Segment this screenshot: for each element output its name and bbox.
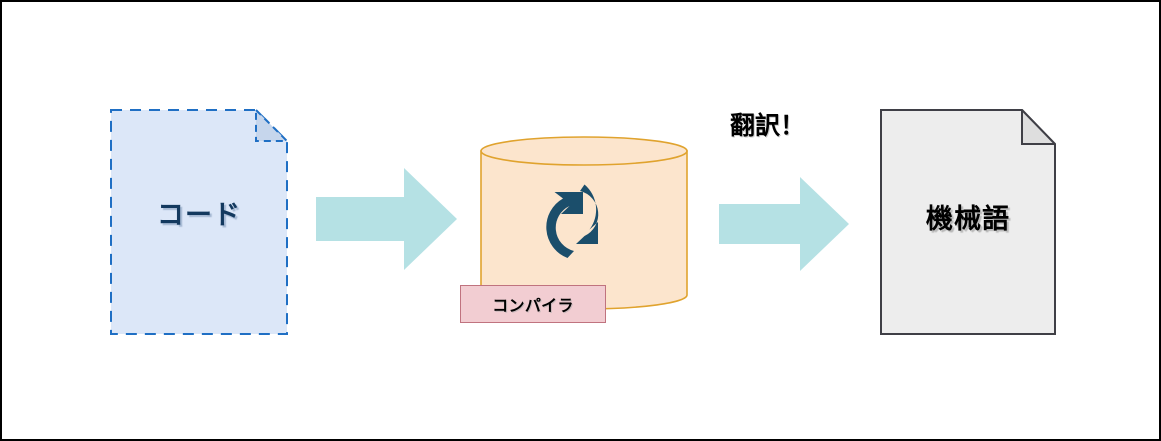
- arrow-code-to-compiler: [316, 168, 457, 270]
- node-machine-language-document[interactable]: 機械語: [880, 107, 1058, 335]
- node-source-code-label: コード: [156, 200, 242, 230]
- refresh-sync-icon: [546, 184, 599, 258]
- node-compiler-label: コンパイラ: [492, 298, 574, 315]
- node-source-code-document[interactable]: コード: [110, 107, 290, 335]
- translate-caption: 翻訳！: [730, 112, 806, 140]
- cylinder-shape: [480, 136, 688, 310]
- machine-language-document-shape: [880, 107, 1058, 335]
- source-code-document-shape: [110, 107, 290, 335]
- node-machine-language-label: 機械語: [925, 204, 1011, 234]
- node-compiler-cylinder[interactable]: [480, 136, 688, 310]
- right-arrow-icon: [719, 177, 849, 271]
- node-compiler-badge[interactable]: コンパイラ: [460, 285, 606, 323]
- right-arrow-icon: [316, 168, 457, 270]
- arrow-compiler-to-machine: [719, 177, 849, 271]
